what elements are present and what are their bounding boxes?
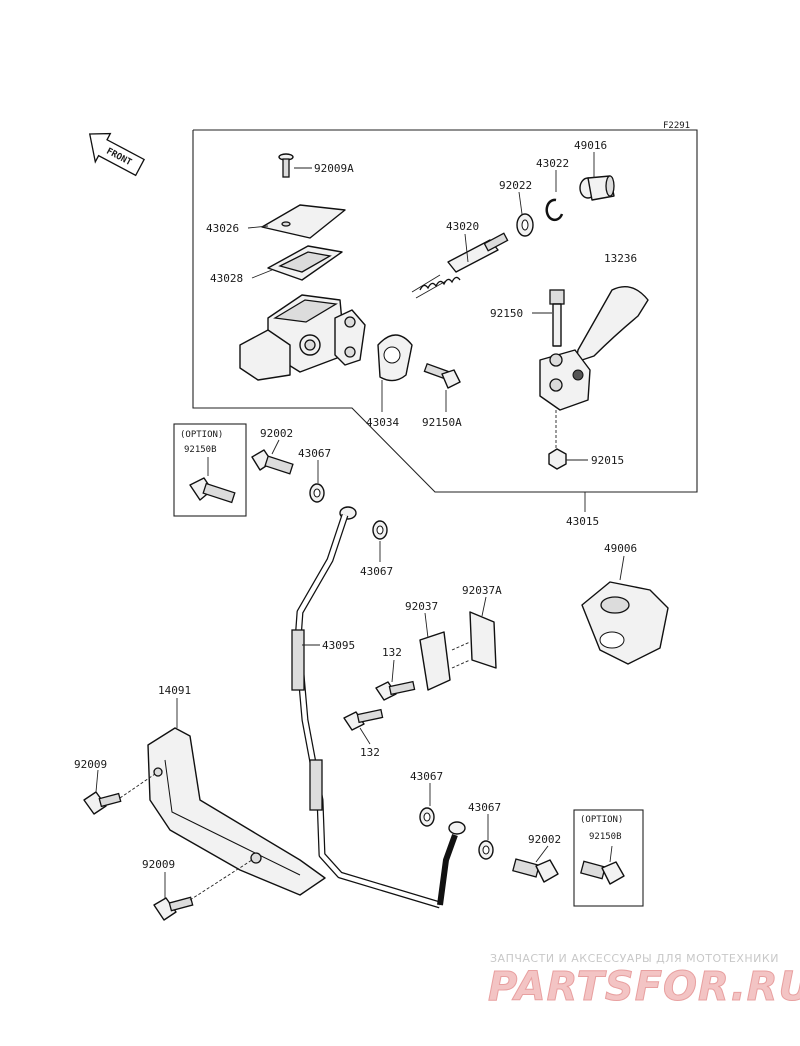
- label-92150b-bottom: 92150B: [589, 832, 622, 842]
- clamp-43034: [377, 334, 413, 382]
- label-92015: 92015: [591, 454, 624, 467]
- watermark-brand: PARTSFOR.RU: [488, 964, 800, 1010]
- label-43067-c: 43067: [410, 770, 443, 783]
- lever-13236: [539, 286, 649, 411]
- label-14091: 14091: [158, 684, 191, 697]
- bolt-92009-b: [153, 896, 194, 921]
- label-92009-b: 92009: [142, 858, 175, 871]
- label-92002-bottom: 92002: [528, 833, 561, 846]
- brake-hose-43095: [291, 506, 466, 909]
- reservoir-49006: [581, 581, 669, 665]
- label-49006: 49006: [604, 542, 637, 555]
- bolt-92150b-bottom: [580, 860, 625, 885]
- label-92150a: 92150A: [422, 416, 462, 429]
- option-box-top: [173, 423, 247, 517]
- option-label-top: (OPTION): [180, 430, 223, 440]
- label-43020: 43020: [446, 220, 479, 233]
- label-92009a: 92009A: [314, 162, 354, 175]
- label-92150: 92150: [490, 307, 523, 320]
- label-49016: 49016: [574, 139, 607, 152]
- label-92002-top: 92002: [260, 427, 293, 440]
- label-132-a: 132: [382, 646, 402, 659]
- bolt-92150: [549, 289, 565, 347]
- front-arrow-icon: FRONT: [88, 132, 146, 177]
- bracket-92037: [419, 611, 497, 691]
- cap-43026: [261, 204, 346, 239]
- label-92009-a: 92009: [74, 758, 107, 771]
- guard-14091: [147, 727, 326, 896]
- circlip-43022: [545, 198, 564, 222]
- label-43028: 43028: [210, 272, 243, 285]
- label-132-b: 132: [360, 746, 380, 759]
- label-43022: 43022: [536, 157, 569, 170]
- label-92037: 92037: [405, 600, 438, 613]
- label-43067-b: 43067: [360, 565, 393, 578]
- assembly-frame: [192, 129, 698, 493]
- bolt-132-b: [343, 708, 384, 731]
- bolt-92150a: [423, 362, 461, 389]
- label-43067-a: 43067: [298, 447, 331, 460]
- screw-92009a: [278, 153, 294, 178]
- bolt-92150b-top: [189, 477, 236, 504]
- label-43034: 43034: [366, 416, 399, 429]
- label-43067-d: 43067: [468, 801, 501, 814]
- nut-92015: [548, 448, 567, 470]
- banjo-bolt-92002-bottom: [512, 858, 559, 883]
- label-13236: 13236: [604, 252, 637, 265]
- master-cylinder-body: [239, 294, 366, 381]
- piston-spring-43020: [411, 232, 509, 299]
- figure-code: F2291: [663, 121, 690, 131]
- banjo-bolt-92002-top: [251, 449, 294, 475]
- bolt-132-a: [375, 680, 416, 701]
- label-92037a: 92037A: [462, 584, 502, 597]
- label-43015: 43015: [566, 515, 599, 528]
- boot-49016: [579, 175, 615, 201]
- label-92150b-top: 92150B: [184, 445, 217, 455]
- watermark-tagline: ЗАПЧАСТИ И АКСЕССУАРЫ ДЛЯ МОТОТЕХНИКИ: [490, 952, 779, 965]
- label-92022: 92022: [499, 179, 532, 192]
- label-43095: 43095: [322, 639, 355, 652]
- leader-lines: [95, 152, 625, 901]
- option-box-bottom: [573, 809, 644, 907]
- label-43026: 43026: [206, 222, 239, 235]
- option-label-bottom: (OPTION): [580, 815, 623, 825]
- bolt-92009-a: [83, 791, 122, 815]
